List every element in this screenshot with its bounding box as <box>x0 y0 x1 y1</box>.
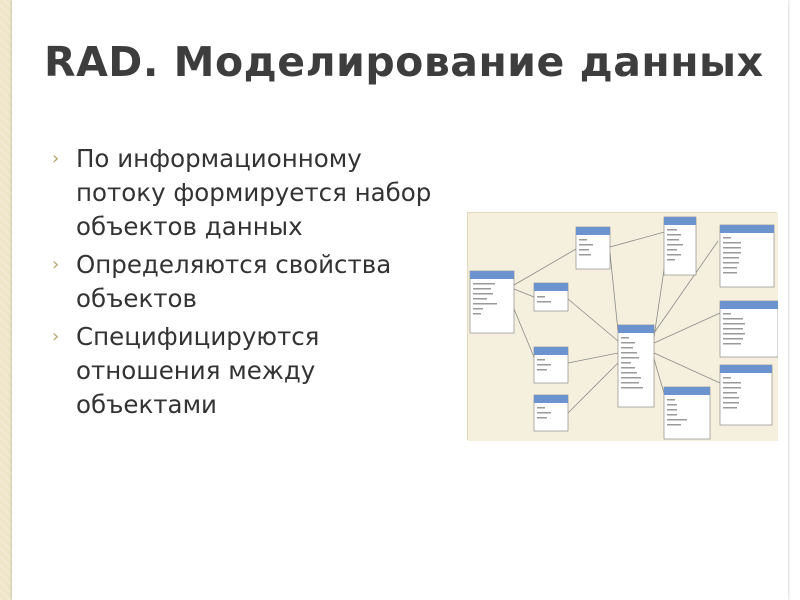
bullet-marker-icon: › <box>52 254 60 275</box>
entity-table <box>719 224 775 288</box>
slide-title: RAD. Моделирование данных <box>44 38 764 86</box>
bullet-item: › По информационному потоку формируется … <box>52 142 432 244</box>
entity-table <box>617 324 655 408</box>
bullet-marker-icon: › <box>52 326 60 347</box>
bullet-item: › Специфицируются отношения между объект… <box>52 320 432 422</box>
entity-table <box>663 386 711 440</box>
bullet-list: › По информационному потоку формируется … <box>52 142 432 422</box>
entity-table <box>575 226 611 270</box>
entity-table <box>719 364 773 426</box>
data-model-diagram <box>467 212 778 441</box>
diagram-canvas <box>468 213 778 441</box>
entity-table <box>533 282 569 312</box>
bullet-text: Определяются свойства объектов <box>76 250 392 313</box>
entity-table <box>663 216 697 276</box>
entity-table <box>719 300 778 358</box>
entity-table <box>469 270 515 334</box>
slide-card: RAD. Моделирование данных › По информаци… <box>12 0 788 600</box>
bullet-marker-icon: › <box>52 148 60 169</box>
bullet-text: По информационному потоку формируется на… <box>76 144 432 241</box>
entity-table <box>533 394 569 432</box>
bullet-item: › Определяются свойства объектов <box>52 248 432 316</box>
relationship-lines <box>513 230 721 414</box>
entity-table <box>533 346 569 384</box>
bullet-text: Специфицируются отношения между объектам… <box>76 322 320 419</box>
